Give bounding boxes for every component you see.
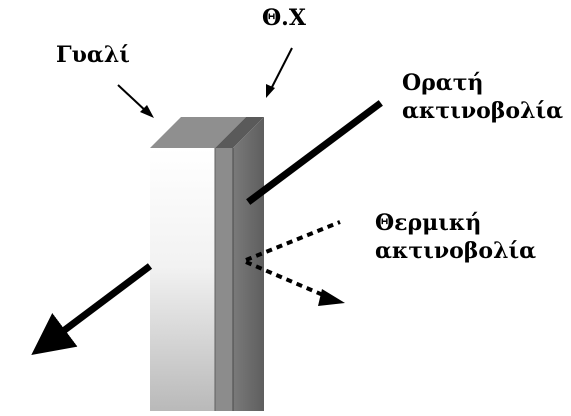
visible-radiation-transmitted-arrow xyxy=(31,263,153,356)
coating-label: Θ.Χ xyxy=(262,5,306,31)
thermal-radiation-reflected-arrow xyxy=(245,260,331,300)
glass-front-face xyxy=(150,148,215,411)
thermal-arrowhead xyxy=(318,289,345,306)
coating-front-face xyxy=(215,148,233,411)
coating-pointer-arrowhead xyxy=(266,84,275,98)
glass-top-face xyxy=(150,117,246,148)
visible-radiation-label-line1: Ορατή xyxy=(402,70,484,96)
coating-top-face xyxy=(215,117,264,148)
visible-radiation-label: Ορατή ακτινοβολία xyxy=(402,70,563,125)
visible-radiation-incoming xyxy=(246,100,383,205)
visible-radiation-label-line2: ακτινοβολία xyxy=(402,97,564,124)
thermal-radiation-incoming xyxy=(245,220,341,262)
thermal-radiation-label: Θερμική ακτινοβολία xyxy=(375,210,536,265)
glass-pointer-arrow xyxy=(117,84,149,114)
glass-label: Γυαλί xyxy=(56,42,130,68)
thermal-radiation-label-line2: ακτινοβολία xyxy=(375,237,537,264)
thermal-radiation-label-line1: Θερμική xyxy=(375,210,482,236)
coating-pointer-arrow xyxy=(270,47,293,90)
glass-pointer-arrowhead xyxy=(140,105,154,118)
